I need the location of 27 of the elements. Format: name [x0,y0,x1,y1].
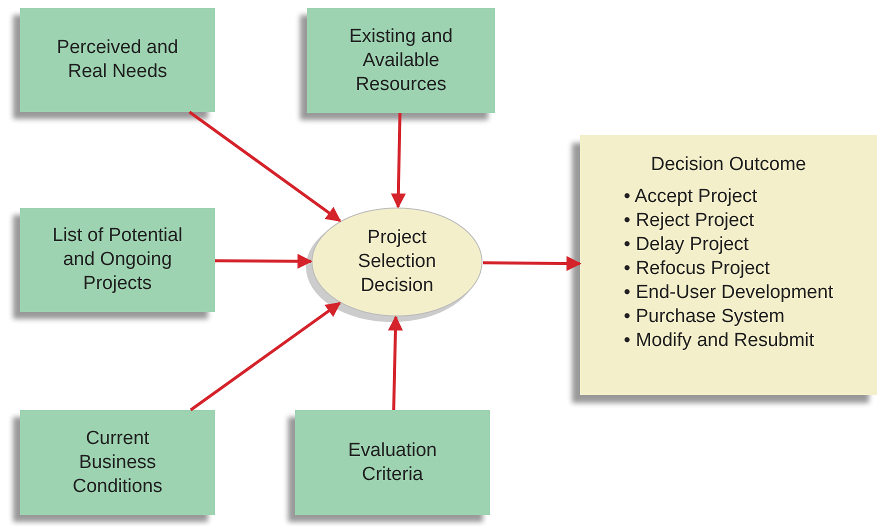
arrow [214,254,312,269]
list-item: • Delay Project [624,233,750,257]
node-label: List of Potential and Ongoing Projects [52,224,184,296]
list-item: • Accept Project [624,185,758,209]
arrow [390,112,406,208]
node-label: Existing and Available Resources [348,24,454,96]
node-label: Evaluation Criteria [347,438,438,486]
node-label: Current Business Conditions [72,426,164,498]
node-label: Perceived and Real Needs [56,36,180,84]
input-box [20,8,215,112]
list-item: • Refocus Project [624,257,771,281]
input-box [295,410,490,515]
input-box [20,208,215,312]
arrow [190,302,341,412]
node-label: Decision Outcome [650,153,808,177]
input-box [307,8,495,113]
arrow [482,256,582,272]
list-item: • Purchase System [624,305,786,329]
arrow [188,110,342,222]
input-box [20,410,215,515]
decision-ellipse [311,207,483,317]
list-item: • Modify and Resubmit [624,329,816,353]
arrow [388,316,403,410]
node-label: Project Selection Decision [356,226,438,298]
outcome-box [580,135,877,395]
list-item: • Reject Project [624,209,755,233]
list-item: • End-User Development [624,281,834,305]
